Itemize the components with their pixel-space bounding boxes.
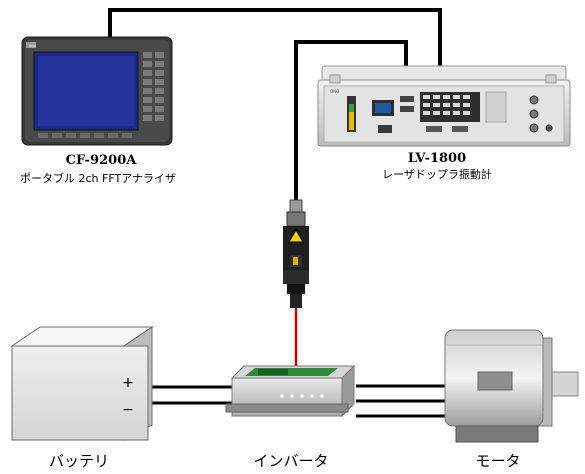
motor-unit xyxy=(444,329,579,443)
analyzer-keypad xyxy=(143,52,164,121)
laser-warning-icon xyxy=(288,229,304,243)
fft-analyzer-device: ONO xyxy=(21,36,173,146)
battery-plus-terminal: + xyxy=(122,375,134,391)
inverter-indicator-dots xyxy=(280,394,324,398)
laser-sensor-head xyxy=(283,199,309,308)
analyzer-model-label: CF-9200A xyxy=(66,153,138,168)
laser-vibrometer-device: ONO xyxy=(317,65,571,147)
analyzer-logo-mark: ONO xyxy=(29,44,37,48)
analyzer-to-vibrometer-cable xyxy=(108,8,442,66)
vibrometer-buttons xyxy=(423,95,470,115)
motor-label: モータ xyxy=(475,452,520,470)
analyzer-function-keys xyxy=(38,133,132,138)
battery-minus-terminal: − xyxy=(122,402,134,418)
inverter-unit xyxy=(225,364,356,418)
vibrometer-connectors xyxy=(529,95,553,133)
battery-unit xyxy=(10,326,154,441)
vibrometer-logo-mark: ONO xyxy=(330,89,339,94)
sensor-head-to-vibrometer-cable xyxy=(294,40,408,205)
vibrometer-description-label: レーザドップラ振動計 xyxy=(382,167,492,181)
analyzer-description-label: ポータブル 2ch FFTアナライザ xyxy=(20,171,176,185)
inverter-label: インバータ xyxy=(253,452,328,470)
motor-nameplate xyxy=(477,371,513,391)
power-cables xyxy=(150,384,445,418)
signal-cables xyxy=(108,8,442,205)
battery-label: バッテリ xyxy=(49,452,109,470)
vibrometer-model-label: LV-1800 xyxy=(408,151,466,166)
